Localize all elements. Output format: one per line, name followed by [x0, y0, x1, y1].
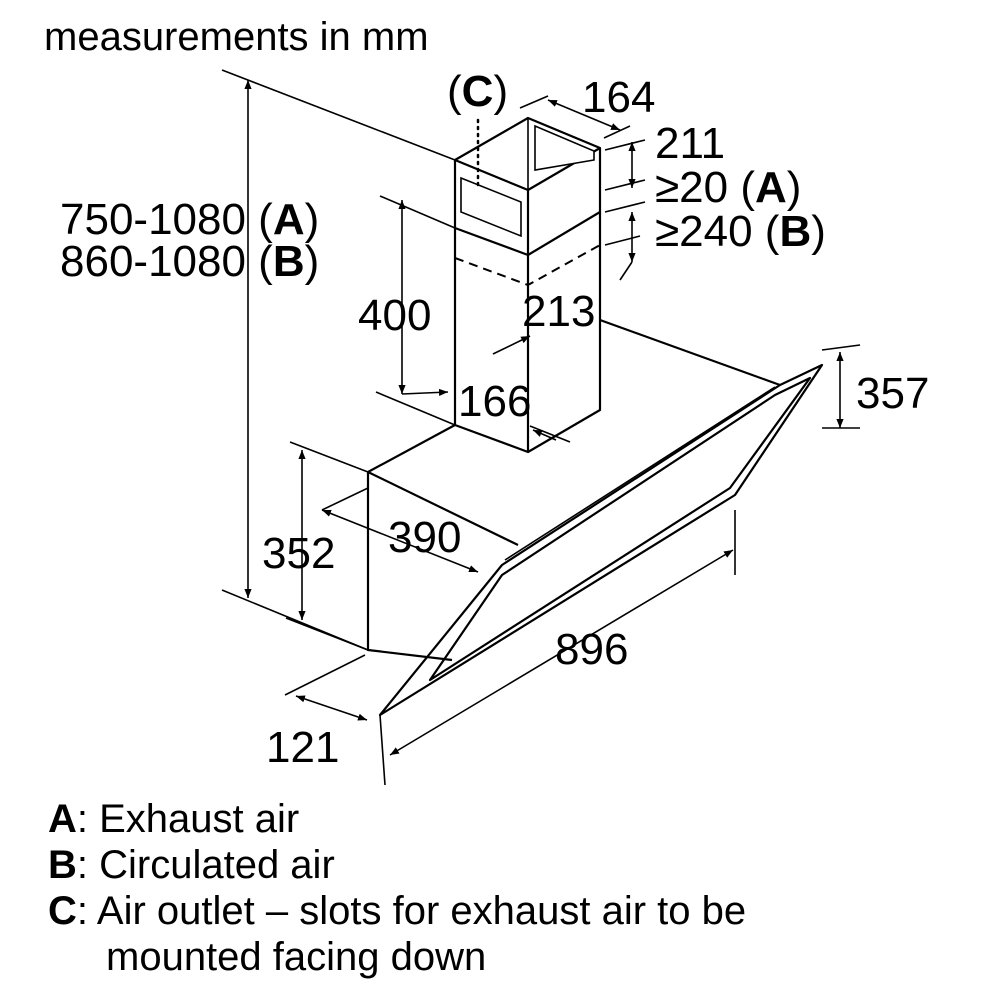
dim-121: 121: [266, 723, 339, 772]
legend-text-b: : Circulated air: [76, 843, 335, 887]
outlet-label: (C): [447, 67, 508, 116]
exhaust-slots: [460, 124, 595, 238]
dim-gap-b: ≥240 (B): [655, 207, 826, 256]
legend-key-a: A: [48, 797, 77, 841]
legend-item-b: B: Circulated air: [48, 842, 746, 888]
dim-390: 390: [388, 513, 461, 562]
hood-outline: [366, 116, 824, 717]
dim-height-a: 750-1080 (A): [60, 195, 319, 244]
dimension-labels: (C) 164 211 ≥20 (A) ≥240 (B) 750-1080 (A…: [60, 67, 929, 772]
dim-211: 211: [655, 119, 725, 168]
legend-key-b: B: [48, 843, 77, 887]
legend-key-c: C: [48, 889, 77, 933]
legend-item-c-continued: mounted facing down: [48, 934, 746, 980]
legend-text-c-continued: mounted facing down: [106, 935, 487, 979]
measurements-title: measurements in mm: [44, 15, 429, 59]
dim-164: 164: [582, 73, 655, 122]
legend-text-c: : Air outlet – slots for exhaust air to …: [76, 889, 747, 933]
dim-400: 400: [358, 291, 431, 340]
dim-gap-a: ≥20 (A): [655, 163, 801, 212]
dim-357: 357: [856, 369, 929, 418]
dim-896: 896: [555, 625, 628, 674]
dim-213: 213: [522, 287, 595, 336]
legend-item-c: C: Air outlet – slots for exhaust air to…: [48, 888, 746, 934]
dim-height-b: 860-1080 (B): [60, 237, 319, 286]
dimension-lines: [221, 69, 861, 786]
legend-item-a: A: Exhaust air: [48, 796, 746, 842]
dim-166: 166: [458, 377, 531, 426]
legend-text-a: : Exhaust air: [76, 797, 300, 841]
legend: A: Exhaust air B: Circulated air C: Air …: [48, 796, 746, 980]
dim-352: 352: [262, 529, 335, 578]
